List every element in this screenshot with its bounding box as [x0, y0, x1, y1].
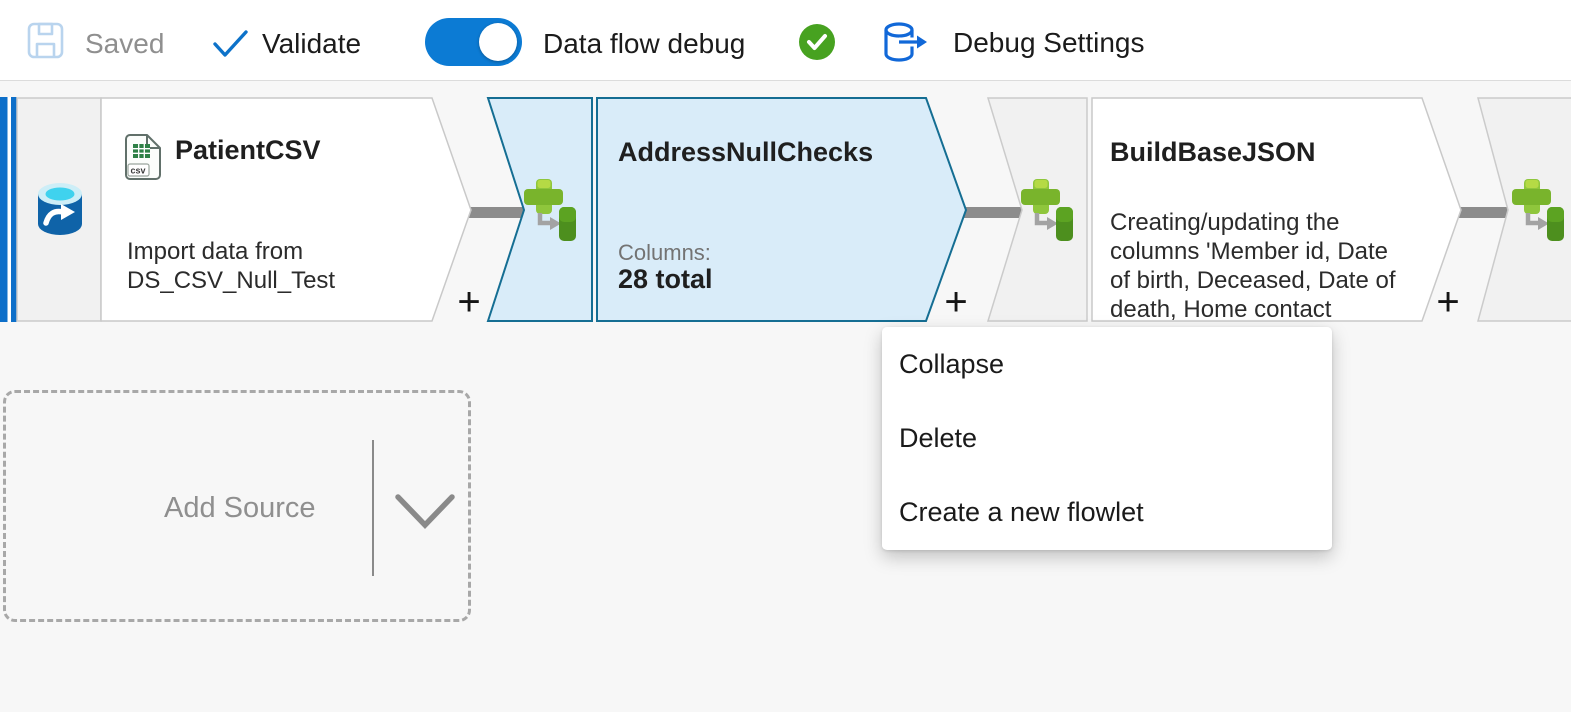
add-source-box[interactable]: Add Source	[3, 390, 471, 622]
menu-item-collapse[interactable]: Collapse	[882, 327, 1332, 401]
menu-item-create-flowlet[interactable]: Create a new flowlet	[882, 475, 1332, 549]
connector-line	[440, 207, 532, 218]
addressnullchecks-title: AddressNullChecks	[618, 137, 874, 167]
source-stripe	[11, 97, 17, 322]
toggle-knob	[479, 23, 517, 61]
add-transformation-button[interactable]: +	[452, 282, 486, 322]
add-transformation-button[interactable]: +	[939, 282, 973, 322]
connector-line	[930, 207, 1026, 218]
buildbasejson-description: Creating/updating the columns 'Member id…	[1110, 209, 1396, 320]
database-export-icon	[884, 22, 927, 62]
data-flow-debug-toggle[interactable]	[425, 18, 522, 66]
save-button[interactable]	[27, 22, 64, 59]
context-menu: Collapse Delete Create a new flowlet	[882, 327, 1332, 550]
toolbar: Saved Validate Data flow debug	[0, 0, 1571, 81]
debug-settings-label: Debug Settings	[953, 27, 1145, 58]
connector-line	[1425, 207, 1521, 218]
menu-item-delete[interactable]: Delete	[882, 401, 1332, 475]
chevron-down-icon	[395, 494, 455, 529]
source-stripe	[0, 97, 8, 322]
addressnullchecks-node-body[interactable]	[596, 97, 968, 322]
add-source-divider	[372, 440, 374, 576]
debug-toggle-label: Data flow debug	[543, 28, 746, 59]
validate-label: Validate	[262, 28, 362, 59]
svg-text:csv: csv	[131, 166, 146, 176]
save-icon	[27, 22, 64, 59]
debug-ready-status-icon	[799, 24, 835, 60]
columns-label: Columns:	[618, 240, 711, 265]
buildbasejson-title: BuildBaseJSON	[1110, 137, 1316, 167]
patientcsv-description: Import data from DS_CSV_Null_Test	[127, 238, 336, 294]
save-status-label: Saved	[85, 28, 165, 59]
dataflow-canvas[interactable]: csv PatientCSV Import data from DS_CSV_N…	[0, 81, 1571, 712]
columns-value: 28 total	[618, 264, 713, 294]
buildbasejson-node-body[interactable]	[1091, 97, 1462, 322]
csv-file-icon: csv	[125, 134, 161, 180]
source-dataset-icon	[38, 183, 82, 235]
checkmark-icon	[213, 30, 248, 57]
add-transformation-button[interactable]: +	[1431, 282, 1465, 322]
patientcsv-node-body[interactable]	[100, 97, 472, 322]
flow-graph: csv	[0, 97, 1571, 322]
add-source-button[interactable]: Add Source	[158, 491, 322, 526]
patientcsv-title: PatientCSV	[175, 135, 321, 165]
validate-button[interactable]: Validate	[212, 28, 361, 60]
add-source-dropdown[interactable]	[394, 491, 456, 534]
debug-settings-button[interactable]: Debug Settings	[883, 22, 1144, 64]
